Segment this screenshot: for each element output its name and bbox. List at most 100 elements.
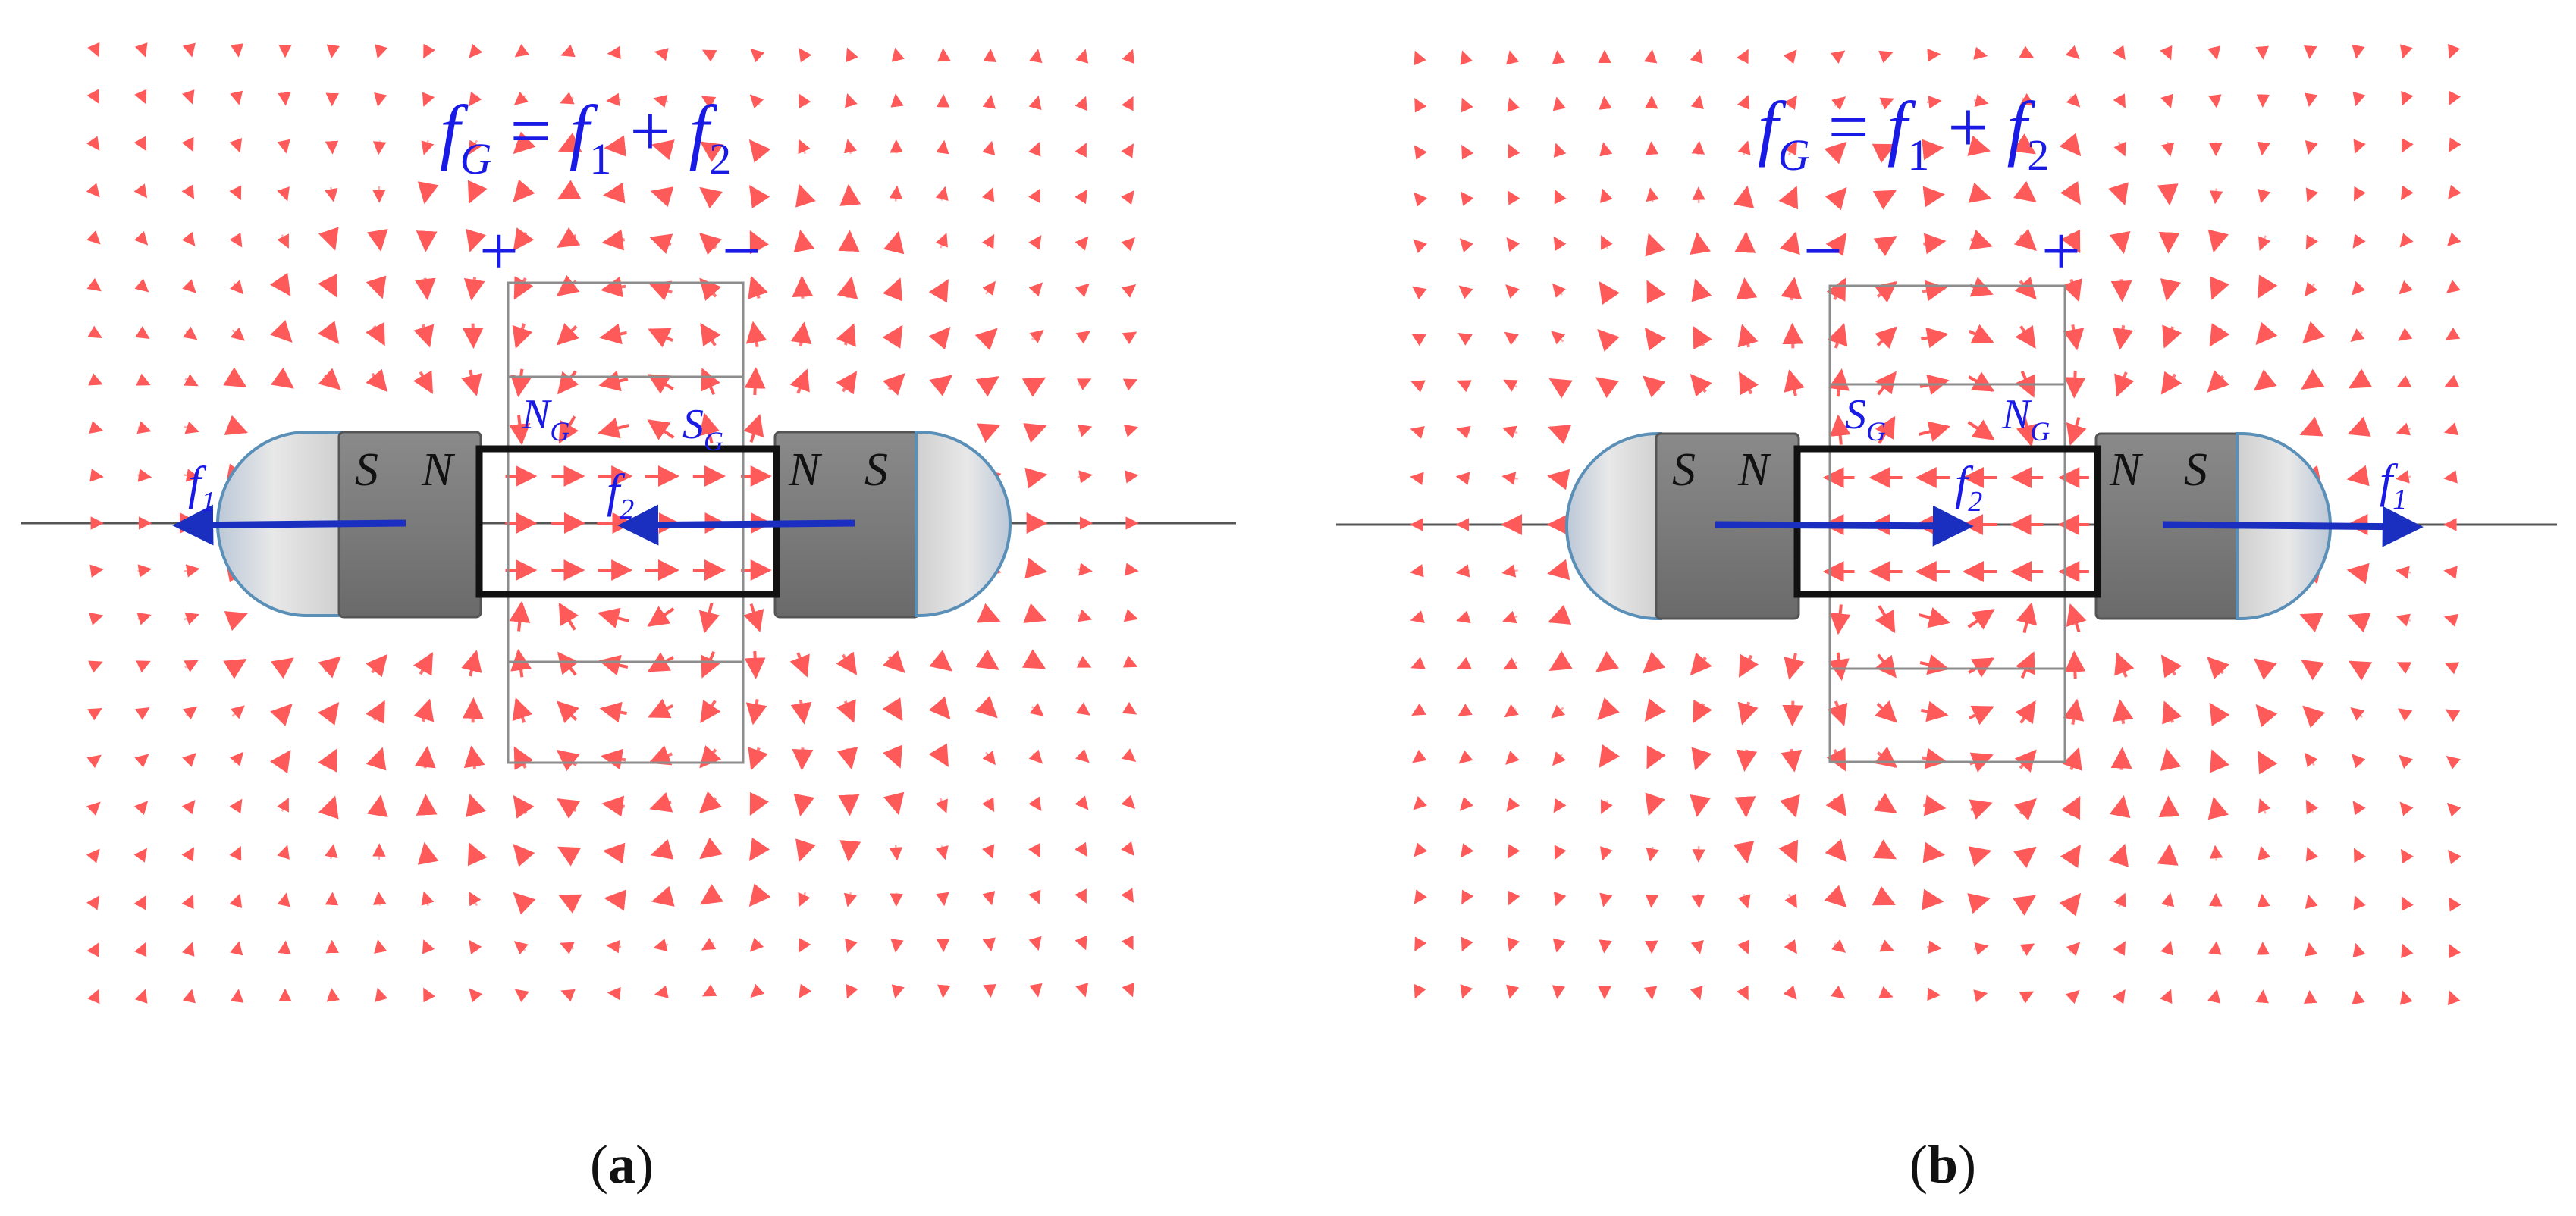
field-vector	[929, 650, 952, 672]
field-vector	[318, 368, 341, 390]
field-vector	[557, 700, 579, 724]
field-vector	[416, 794, 438, 816]
field-vector	[1737, 701, 1759, 726]
field-vector	[1075, 888, 1087, 904]
field-vector	[1121, 841, 1134, 856]
field-vector	[2013, 180, 2037, 203]
field-vector	[2257, 274, 2278, 299]
field-vector	[466, 228, 487, 252]
field-vector	[2160, 45, 2173, 61]
field-vector	[699, 884, 724, 905]
field-vector	[699, 745, 722, 769]
field-vector	[87, 707, 102, 721]
field-vector	[1973, 46, 1988, 60]
field-vector	[1779, 231, 1800, 255]
field-vector	[789, 368, 810, 394]
field-vector	[270, 320, 293, 343]
field-vector	[1691, 894, 1705, 909]
field-vector	[1597, 328, 1620, 352]
field-vector	[836, 747, 858, 770]
field-vector	[928, 743, 949, 767]
field-vector	[1502, 425, 1518, 439]
field-vector	[2110, 279, 2132, 302]
field-vector	[1460, 50, 1473, 65]
field-vector	[1599, 142, 1613, 157]
field-vector	[2065, 45, 2080, 60]
field-vector	[2400, 848, 2414, 864]
field-vector	[2397, 708, 2413, 722]
field-vector	[2060, 229, 2081, 254]
field-vector	[1411, 703, 1426, 716]
field-vector	[513, 91, 529, 105]
field-vector	[1926, 95, 1942, 109]
field-vector	[270, 703, 293, 726]
field-vector	[981, 797, 995, 813]
field-vector	[134, 42, 148, 58]
field-vector	[601, 276, 626, 298]
field-vector	[557, 322, 579, 346]
field-vector	[1125, 563, 1139, 576]
field-vector	[325, 892, 339, 906]
field-vector	[1077, 563, 1093, 576]
field-vector	[700, 699, 721, 724]
field-vector	[1643, 651, 1666, 674]
field-vector	[597, 418, 629, 439]
field-vector	[325, 844, 338, 860]
force-arrow-f2	[617, 504, 855, 546]
field-vector	[1414, 842, 1428, 857]
field-vector	[699, 186, 723, 209]
field-vector	[1552, 938, 1566, 953]
field-vector	[318, 274, 337, 298]
field-vector	[2019, 45, 2035, 58]
field-vector	[1461, 936, 1473, 952]
field-vector	[1024, 467, 1048, 489]
field-vector	[2113, 892, 2126, 908]
field-vector	[1457, 332, 1473, 346]
field-vector	[2062, 278, 2082, 302]
force-label-f2: f2	[607, 465, 634, 525]
field-vector	[1414, 192, 1428, 207]
field-vector	[1737, 893, 1751, 909]
field-vector	[937, 984, 951, 998]
field-vector	[366, 321, 386, 346]
field-vector	[2012, 895, 2037, 916]
field-vector	[1690, 794, 1712, 817]
field-vector	[701, 49, 717, 62]
field-vector	[2305, 847, 2319, 862]
field-vector	[1873, 792, 1897, 814]
field-vector	[795, 183, 816, 208]
field-vector	[2353, 848, 2366, 863]
field-vector	[1781, 748, 1803, 773]
field-vector	[748, 883, 771, 907]
field-vector	[181, 894, 194, 910]
field-vector	[650, 838, 674, 860]
field-vector	[229, 798, 243, 814]
field-vector	[1504, 331, 1519, 346]
field-vector	[513, 794, 535, 819]
field-vector	[2446, 280, 2461, 294]
field-vector	[1548, 604, 1572, 625]
field-vector	[1921, 700, 1949, 722]
field-vector	[413, 652, 434, 676]
field-vector	[1968, 324, 1994, 344]
field-vector	[974, 695, 998, 719]
field-vector	[133, 895, 147, 910]
field-vector	[606, 92, 622, 107]
field-vector	[1873, 235, 1897, 257]
field-vector	[891, 984, 905, 999]
field-vector	[701, 368, 720, 396]
field-vector	[2160, 747, 2182, 771]
field-vector	[1595, 377, 1620, 399]
field-vector	[2448, 184, 2461, 199]
field-vector	[374, 92, 387, 107]
field-vector	[1075, 983, 1089, 998]
field-vector	[2059, 892, 2082, 917]
field-vector	[1455, 472, 1470, 485]
field-vector	[183, 706, 198, 720]
field-vector	[2112, 324, 2134, 350]
field-vector	[1410, 425, 1425, 439]
field-vector	[981, 844, 995, 859]
field-vector	[1461, 144, 1474, 160]
field-vector	[607, 986, 621, 1001]
